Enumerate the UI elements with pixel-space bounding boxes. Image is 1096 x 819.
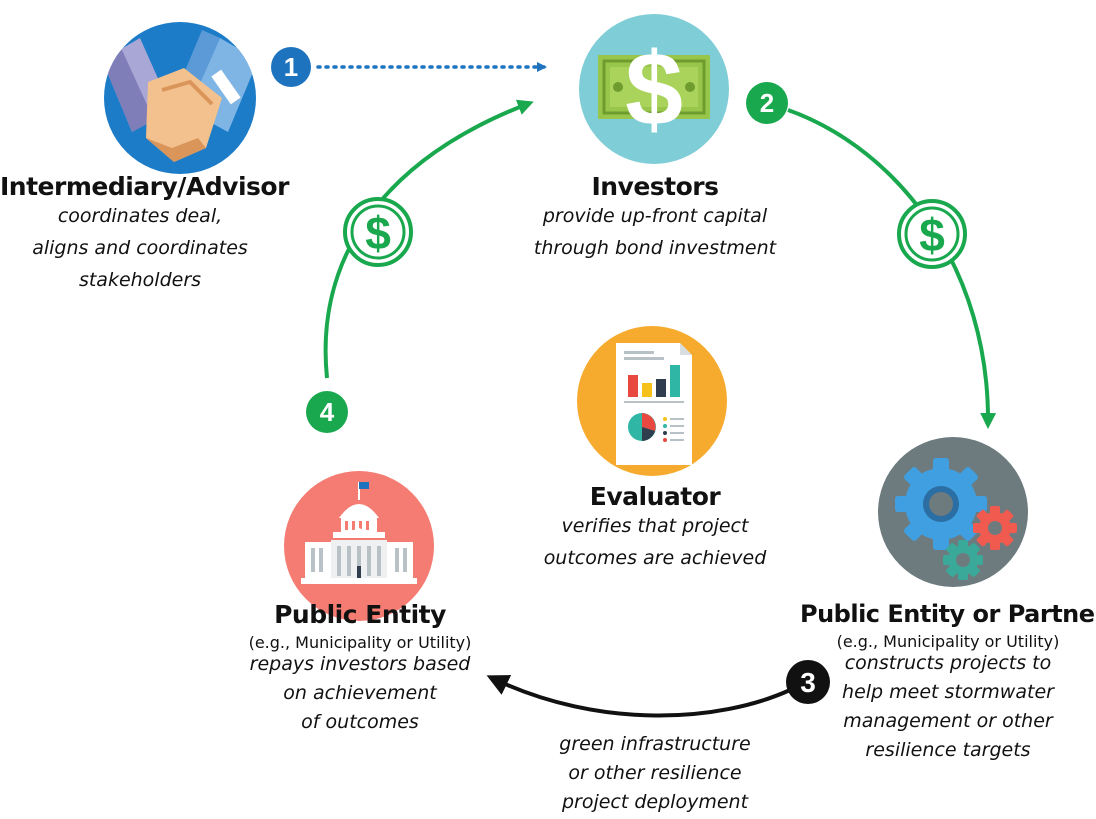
investors-block: Investors provide up-front capital throu… [505,172,805,264]
deployment-label-line: project deployment [561,791,749,813]
investors-title: Investors [591,172,719,201]
investors-desc-line: through bond investment [533,237,777,259]
arrow-step-3 [486,675,791,718]
public-entity-description: repays investors based on achievement of… [210,650,510,737]
step-badge-3: 3 [786,660,830,704]
step-number-3: 3 [800,667,816,698]
step-badge-1: 1 [271,47,311,87]
capitol-building-icon [284,471,434,621]
advisor-desc-line: aligns and coordinates [32,237,248,259]
advisor-desc-line: coordinates deal, [57,205,223,227]
public-entity-desc-line: of outcomes [301,711,419,733]
advisor-block: Intermediary/Advisor coordinates deal, a… [0,172,289,296]
dollar-bill-icon: $ [579,14,729,164]
public-entity-subtitle: (e.g., Municipality or Utility) [248,633,472,652]
dollar-coin-left: $ [343,197,413,267]
report-chart-icon [577,326,727,476]
partner-desc-line: help meet stormwater [842,681,1054,703]
evaluator-title: Evaluator [589,482,721,511]
partner-desc-line: constructs projects to [844,652,1052,674]
advisor-title: Intermediary/Advisor [0,172,289,201]
investors-description: provide up-front capital through bond in… [505,200,805,264]
advisor-description: coordinates deal, aligns and coordinates… [0,200,280,296]
public-entity-desc-line: on achievement [283,682,437,704]
evaluator-desc-line: verifies that project [561,515,749,537]
partner-title: Public Entity or Partner [800,600,1096,628]
public-entity-block: Public Entity (e.g., Municipality or Uti… [210,600,510,737]
deployment-label: green infrastructure or other resilience… [505,730,805,817]
step-number-2: 2 [760,88,774,118]
partner-description: constructs projects to help meet stormwa… [800,649,1096,765]
investors-desc-line: provide up-front capital [542,205,768,227]
step-badge-4: 4 [306,391,348,433]
partner-desc-line: resilience targets [865,739,1031,761]
partner-block: Public Entity or Partner (e.g., Municipa… [800,600,1096,765]
handshake-icon [104,22,256,174]
dollar-symbol-investors: $ [625,32,683,148]
deployment-label-line: or other resilience [568,762,742,784]
evaluator-block: Evaluator verifies that project outcomes… [505,482,805,574]
dollar-symbol-left: $ [365,207,391,259]
step-number-4: 4 [320,397,335,427]
deployment-label-line: green infrastructure [559,733,751,755]
step-number-1: 1 [284,52,298,82]
evaluator-description: verifies that project outcomes are achie… [505,510,805,574]
gears-icon [878,437,1028,587]
public-entity-title: Public Entity [274,600,446,629]
evaluator-desc-line: outcomes are achieved [543,547,767,569]
partner-desc-line: management or other [843,710,1053,732]
step-badge-2: 2 [746,82,788,124]
public-entity-desc-line: repays investors based [249,653,471,675]
dollar-symbol-right: $ [919,209,945,261]
advisor-desc-line: stakeholders [78,269,202,291]
partner-subtitle: (e.g., Municipality or Utility) [836,632,1060,651]
dollar-coin-right: $ [897,199,967,269]
